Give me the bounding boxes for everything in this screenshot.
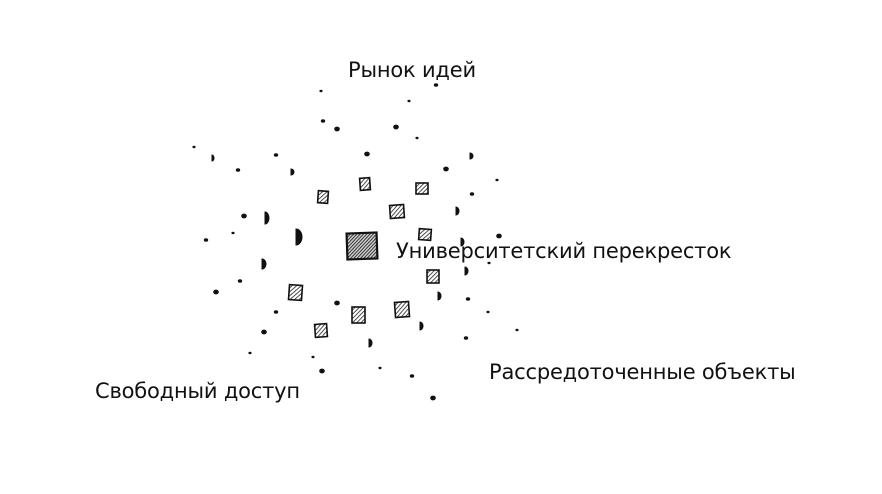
hatched-square (426, 269, 440, 284)
crescent-mark (437, 291, 442, 301)
crescent-mark (211, 154, 215, 162)
dot-mark (241, 213, 247, 219)
dot-mark (443, 166, 449, 172)
dot-mark (334, 126, 340, 132)
market-of-ideas-label: Рынок идей (348, 58, 476, 82)
hatched-square (351, 306, 366, 324)
hatched-square (417, 227, 433, 242)
dot-mark (319, 368, 325, 374)
dot-mark (463, 336, 469, 340)
dot-mark (192, 145, 196, 149)
crescent-mark (455, 206, 460, 216)
dot-mark (469, 192, 475, 196)
dot-mark (231, 231, 235, 235)
dot-mark (261, 329, 267, 335)
hatched-square (316, 189, 330, 205)
hatched-square (287, 283, 304, 302)
dot-mark (487, 261, 491, 265)
crescent-mark (469, 152, 474, 160)
crescent-mark (460, 237, 465, 247)
university-crossroads-label: Университетский перекресток (396, 239, 732, 263)
hatched-square (415, 182, 429, 195)
dot-mark (320, 119, 326, 123)
crescent-mark (264, 211, 270, 225)
crescent-mark (290, 168, 295, 176)
dot-mark (273, 310, 279, 314)
dot-mark (515, 328, 519, 332)
dot-mark (433, 83, 439, 87)
dot-mark (273, 153, 279, 157)
crescent-mark (464, 266, 469, 276)
dot-mark (364, 151, 370, 157)
crescent-mark (295, 228, 303, 246)
dot-mark (430, 395, 436, 401)
hatched-square (358, 176, 372, 192)
dot-mark (334, 300, 340, 306)
central-square (345, 231, 379, 261)
dot-mark (415, 136, 419, 140)
hatched-square (313, 322, 329, 339)
hatched-square (393, 300, 411, 319)
dot-mark (378, 366, 382, 370)
dot-mark (465, 297, 471, 301)
dot-mark (407, 99, 411, 103)
crescent-mark (419, 321, 424, 331)
dot-mark (235, 168, 241, 172)
dot-mark (311, 355, 315, 359)
dot-mark (495, 178, 499, 182)
dot-mark (409, 374, 415, 378)
dot-mark (393, 124, 399, 130)
dispersed-objects-label: Рассредоточенные объекты (489, 360, 796, 384)
dot-mark (319, 89, 323, 93)
crescent-mark (261, 258, 267, 270)
dot-mark (213, 289, 219, 295)
dot-mark (496, 233, 502, 239)
dot-mark (248, 351, 252, 355)
dot-mark (486, 310, 490, 314)
dot-mark (237, 279, 243, 283)
hatched-square (388, 203, 406, 220)
free-access-label: Свободный доступ (95, 379, 300, 403)
dot-mark (203, 238, 209, 242)
crescent-mark (368, 338, 373, 348)
